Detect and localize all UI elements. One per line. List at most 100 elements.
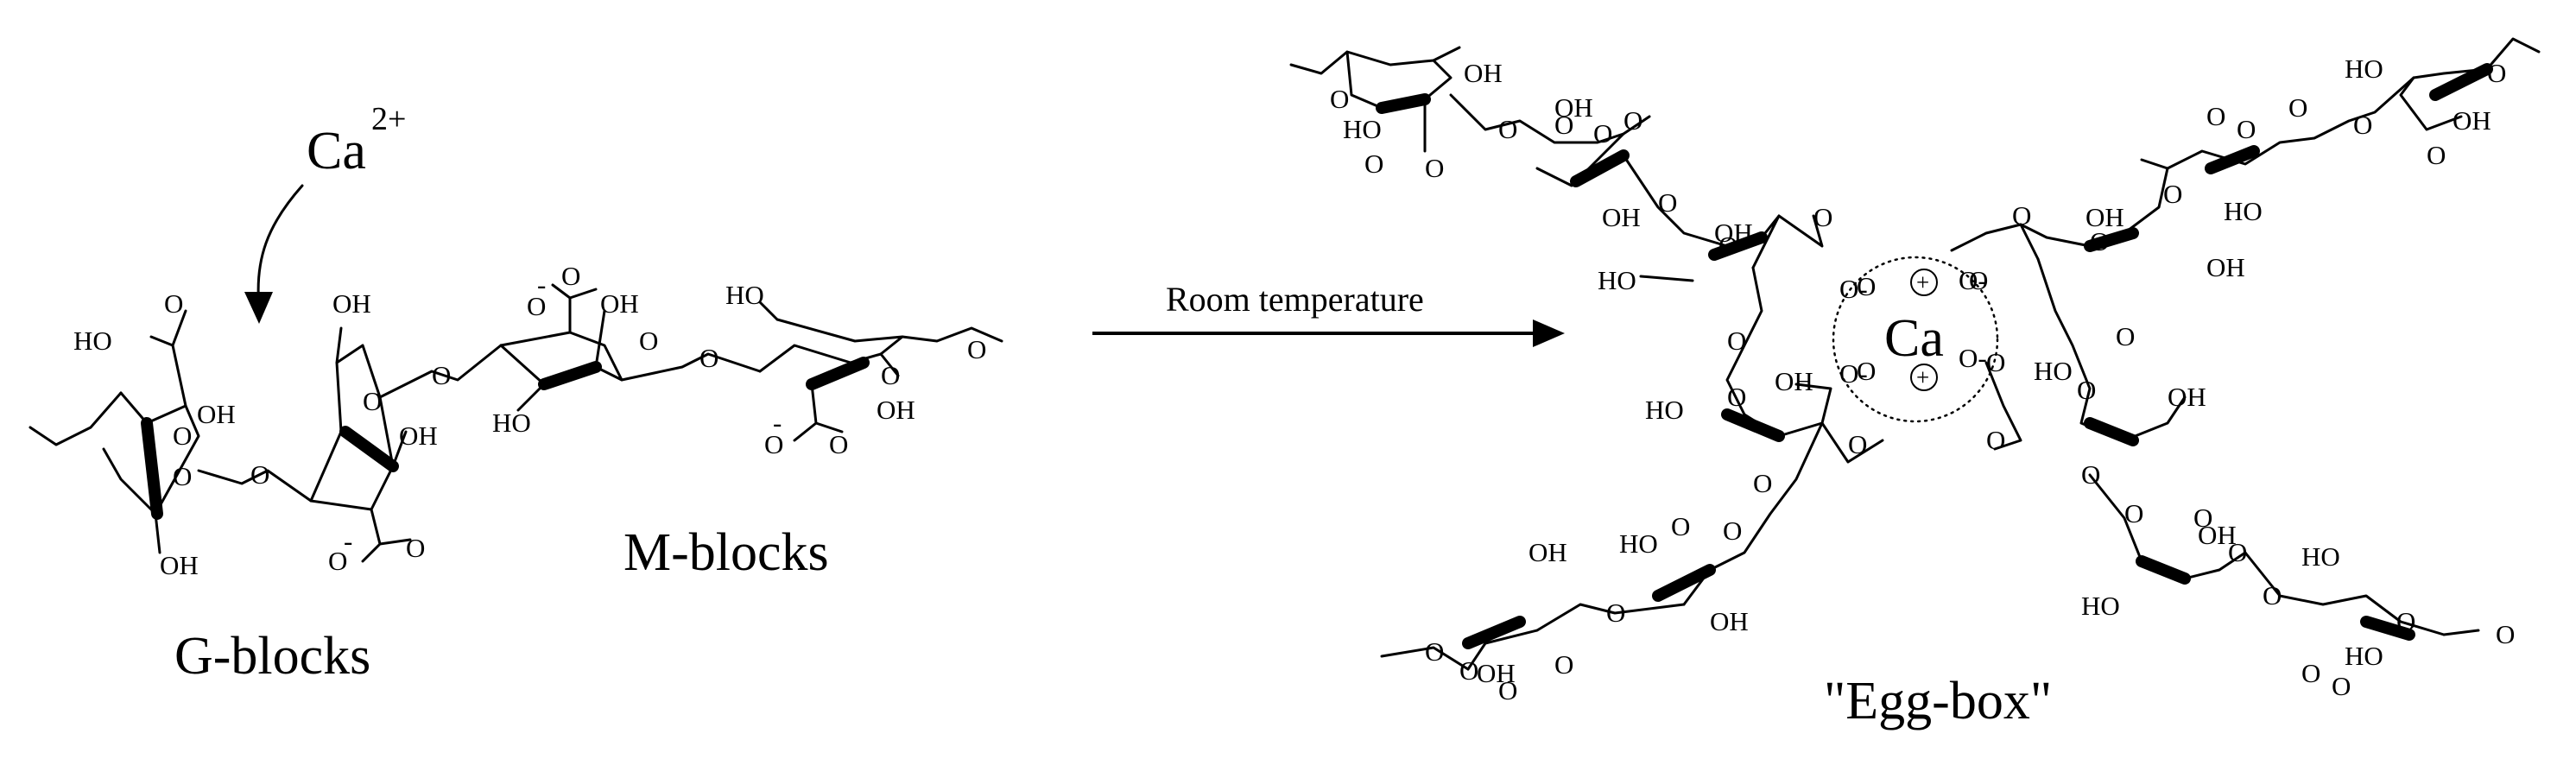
egg-atom-o-5: O [1554,110,1573,140]
left-atom-oh-2: OH [160,550,199,580]
calcium-ion-label: Ca [307,122,366,180]
egg-atom-o-42: O [2263,580,2282,610]
left-atom-oh-6: OH [877,395,915,425]
egg-atom-ho-7: HO [2034,356,2073,386]
egg-atom-oh-8: OH [1477,658,1516,688]
left-atom-oh-3: OH [332,288,371,319]
egg-atom-o-27: O [2288,92,2307,123]
curved-arrow [256,184,304,308]
egg-atom-o-43: O [2396,606,2415,636]
egg-atom-oh-5: OH [1775,366,1813,396]
egg-atom-o-37: O [1986,425,2005,455]
egg-atom-ho-4: HO [1619,528,1658,559]
egg-atom-o-30: O [2163,179,2182,209]
egg-atom-oh-7: OH [1710,606,1749,636]
egg-atom-o-40: O [2193,503,2212,533]
egg-atom-o-2: O [1364,149,1383,179]
egg-box-structure [1289,37,2541,671]
left-atom-o-ring-1: O [173,421,192,451]
egg-atom-o-44: O [2301,658,2320,688]
left-atom-o-link-3: O [432,360,451,390]
egg-atom-o-25: O [2427,140,2446,170]
left-atom-ho-3: HO [725,280,764,310]
egg-atom-oh-13: OH [2198,520,2237,550]
left-atom-o-carboxyl-1: O [328,546,347,576]
egg-atom-o-12: O [1727,326,1746,356]
egg-atom-o-14: O [1857,356,1876,386]
left-atom-ho-1: HO [73,326,112,356]
egg-atom-oh-2: OH [1554,92,1593,123]
oxide-anion-4: O- [1959,343,1987,373]
left-atom-o-link-4: O [699,343,718,373]
egg-atom-oh-9: OH [2453,105,2491,136]
egg-atom-o-38: O [2081,459,2100,490]
calcium-charge-label: 2+ [371,101,406,137]
egg-atom-oh-11: OH [2085,202,2124,232]
reaction-arrowhead [1533,319,1565,347]
egg-atom-o-46: O [2496,619,2515,649]
egg-atom-o-20: O [1425,636,1444,667]
egg-atom-o-31: O [2012,200,2031,231]
oxide-anion-2: O- [1959,265,1987,295]
left-atom-o-link-1: O [173,461,192,491]
left-atom-o-carboxyl-2: O [406,533,425,563]
egg-atom-oh-3: OH [1602,202,1641,232]
egg-atom-oh-1: OH [1464,58,1503,88]
egg-atom-o-4: O [1498,114,1517,144]
egg-atom-ho-2: HO [1598,265,1636,295]
egg-atom-ho-3: HO [1645,395,1684,425]
left-atom-oh-4: OH [399,421,438,451]
arrow-condition-label: Room temperature [1166,280,1424,319]
oxide-anion-3: O- [1839,358,1868,389]
egg-atom-o-33: O [1969,265,1988,295]
left-atom-o-ring-4: O [881,360,900,390]
left-atom-oh-1: OH [197,399,236,429]
egg-atom-ho-9: HO [2301,541,2340,572]
egg-atom-o-45: O [2332,671,2351,701]
left-atom-o-methoxy-right: O [967,334,986,364]
positive-charge-bottom: + [1916,364,1929,390]
positive-charge-top: + [1916,269,1929,295]
left-atom-o-ring-3: O [639,326,658,356]
egg-atom-ho-5: HO [2345,54,2383,84]
egg-box-label: "Egg-box" [1824,672,2052,731]
egg-atom-o-9: O [1718,231,1737,261]
egg-atom-o-11: O [1857,271,1876,301]
egg-atom-o-36: O [2077,375,2096,405]
egg-atom-o-28: O [2237,114,2256,144]
left-atom-oh-5: OH [600,288,639,319]
egg-atom-o-6: O [1623,105,1642,136]
egg-atom-o-34: O [1986,347,2005,377]
egg-atom-o-22: O [1498,675,1517,705]
egg-atom-oh-4: OH [1714,218,1753,248]
egg-atom-oh-10: OH [2206,252,2245,282]
oxide-anion-1: O- [1839,274,1868,304]
egg-atom-o-21: O [1459,655,1478,686]
egg-atom-ho-6: HO [2224,196,2263,226]
left-atom-o-ring-2: O [363,386,382,416]
left-atom-o-carboxyl-5: O [764,429,783,459]
egg-atom-o-7: O [1593,118,1612,149]
left-atom-o-carboxyl-3: O [527,291,546,321]
left-atom-o-carboxyl-4: O [561,261,580,291]
egg-atom-oh-12: OH [2168,382,2206,412]
egg-atom-o-23: O [1554,649,1573,680]
egg-atom-o-29: O [2206,101,2225,131]
left-atom-o-1: O [164,288,183,319]
egg-atom-o-24: O [2487,58,2506,88]
egg-atom-ho-10: HO [2345,641,2383,671]
polymer-chain-left [28,283,1003,563]
egg-atom-o-1: O [1330,84,1349,114]
egg-atom-o-19: O [1606,598,1625,628]
egg-atom-o-32: O [2090,226,2109,256]
left-atom-minus-1: - [344,526,352,556]
curved-arrowhead [244,292,273,324]
egg-box-calcium-label: Ca [1884,309,1944,368]
egg-atom-o-41: O [2228,537,2247,567]
g-blocks-label: G-blocks [174,627,370,686]
m-blocks-label: M-blocks [623,523,829,582]
left-atom-o-link-2: O [250,459,269,490]
egg-atom-o-15: O [1848,429,1867,459]
egg-atom-o-17: O [1671,511,1690,541]
